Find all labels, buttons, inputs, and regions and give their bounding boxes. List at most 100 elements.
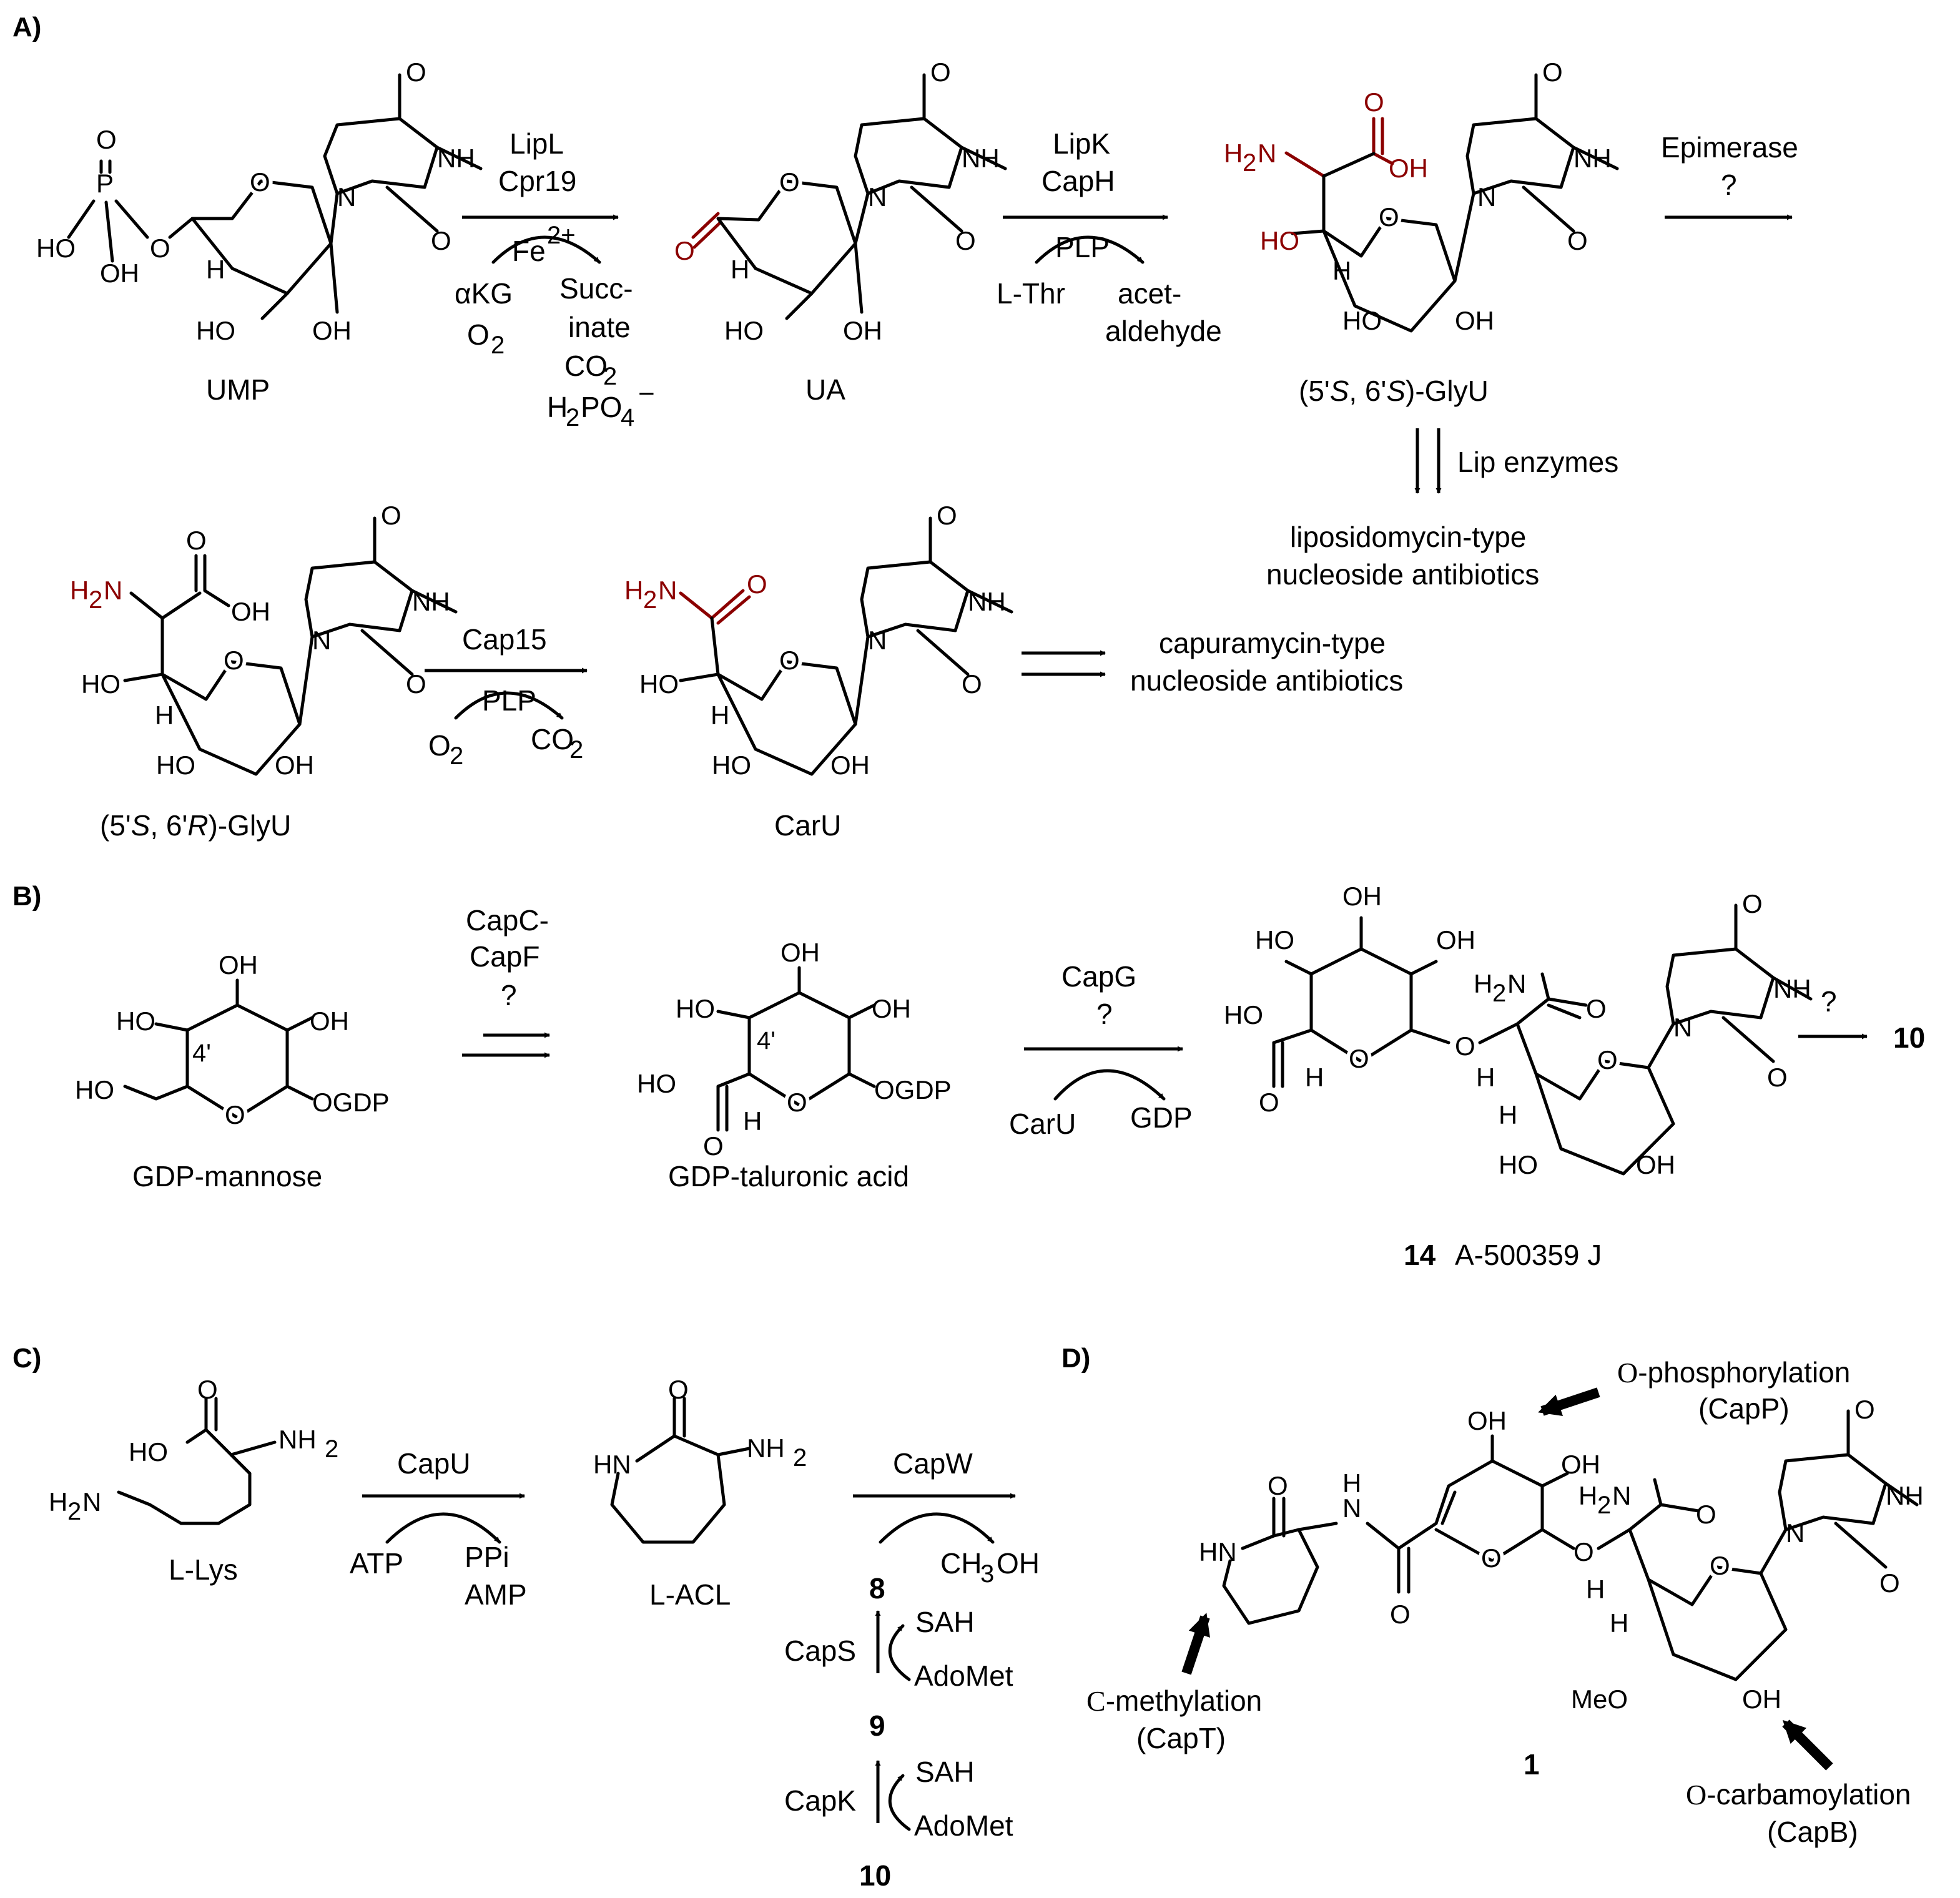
- svg-text:OH: OH: [1455, 306, 1494, 335]
- svg-text:NH: NH: [278, 1425, 317, 1454]
- svg-text:HO: HO: [75, 1075, 114, 1104]
- svg-text:O: O: [668, 1375, 689, 1404]
- svg-text:SAH: SAH: [915, 1606, 975, 1638]
- svg-text:10: 10: [859, 1859, 891, 1892]
- svg-text:CapW: CapW: [893, 1447, 973, 1480]
- svg-text:AMP: AMP: [465, 1578, 527, 1611]
- step-cap15: Cap15 PLP O 2 CO 2: [425, 623, 588, 770]
- svg-text:liposidomycin-type: liposidomycin-type: [1290, 521, 1526, 553]
- svg-text:HO: HO: [1224, 1000, 1263, 1030]
- ump-structure: P O HO OH O O H HO OH N NH O O UMP: [36, 57, 483, 406]
- svg-text:O: O: [250, 167, 270, 197]
- svg-text:2: 2: [566, 404, 579, 431]
- svg-text:SAH: SAH: [915, 1756, 975, 1788]
- compound-14-number: 14: [1404, 1239, 1436, 1271]
- svg-text:HO: HO: [1260, 226, 1299, 255]
- glyu-5s6s-label: (5'S, 6'S)-GlyU: [1299, 375, 1489, 407]
- step-lip-enzymes: Lip enzymes liposidomycin-type nucleosid…: [1266, 428, 1618, 591]
- svg-text:O: O: [1742, 889, 1763, 918]
- svg-text:O: O: [779, 167, 800, 197]
- svg-text:O: O: [1455, 1031, 1475, 1061]
- svg-text:N: N: [1612, 1481, 1631, 1510]
- l-lys-structure: H 2 N HO O NH 2 L-Lys: [49, 1375, 338, 1586]
- svg-text:NH: NH: [747, 1433, 785, 1463]
- step-to-capuramycin: capuramycin-type nucleoside antibiotics: [1022, 627, 1403, 697]
- svg-text:O: O: [1349, 1044, 1369, 1073]
- svg-text:inate: inate: [568, 311, 631, 343]
- svg-text:H: H: [731, 255, 749, 284]
- svg-text:OH: OH: [830, 750, 870, 780]
- svg-text:AdoMet: AdoMet: [914, 1660, 1013, 1692]
- svg-text:LipL: LipL: [510, 127, 564, 160]
- svg-text:HN: HN: [1199, 1537, 1237, 1566]
- glyu-5s6s-structure: H 2 N O OH HO O H HO OH N NH O O (5'S, 6…: [1224, 57, 1619, 407]
- svg-text:?: ?: [1721, 169, 1737, 201]
- svg-text:acet-: acet-: [1118, 277, 1181, 310]
- svg-text:H: H: [1610, 1608, 1628, 1638]
- svg-text:O: O: [1481, 1543, 1502, 1573]
- svg-text:NH: NH: [1573, 144, 1612, 173]
- svg-text:nucleoside antibiotics: nucleoside antibiotics: [1130, 664, 1403, 697]
- svg-text:O: O: [779, 646, 800, 675]
- svg-text:HO: HO: [676, 994, 715, 1023]
- step-capu: CapU ATP PPi AMP: [350, 1447, 527, 1611]
- svg-text:N: N: [1673, 1013, 1692, 1042]
- svg-text:O: O: [1696, 1500, 1716, 1529]
- svg-text:CapU: CapU: [397, 1447, 471, 1480]
- svg-text:capuramycin-type: capuramycin-type: [1159, 627, 1386, 659]
- svg-text:O: O: [225, 1100, 245, 1129]
- svg-text:N: N: [104, 576, 122, 605]
- svg-text:Succ-: Succ-: [559, 272, 633, 305]
- svg-text:?: ?: [1821, 985, 1837, 1018]
- svg-text:O: O: [150, 234, 170, 263]
- svg-text:10: 10: [1893, 1021, 1925, 1054]
- panel-a-label: A): [12, 12, 41, 42]
- svg-text:HO: HO: [639, 669, 679, 699]
- svg-text:NH: NH: [1773, 974, 1811, 1003]
- svg-text:H: H: [1474, 969, 1492, 998]
- svg-text:OH: OH: [275, 750, 314, 780]
- svg-text:O: O: [224, 646, 244, 675]
- svg-text:O: O: [930, 57, 951, 87]
- svg-text:O-phosphorylation: O-phosphorylation: [1617, 1356, 1850, 1389]
- svg-text:H: H: [1578, 1481, 1597, 1510]
- svg-text:O: O: [962, 669, 982, 699]
- svg-text:NH: NH: [1886, 1481, 1924, 1510]
- svg-text:OH: OH: [100, 258, 139, 288]
- svg-text:OH: OH: [1561, 1450, 1600, 1479]
- svg-text:HO: HO: [1499, 1150, 1538, 1179]
- svg-text:GDP: GDP: [1130, 1101, 1193, 1134]
- svg-text:N: N: [1258, 139, 1276, 168]
- svg-text:MeO: MeO: [1571, 1684, 1628, 1714]
- svg-text:H: H: [1476, 1063, 1495, 1092]
- svg-text:O: O: [1390, 1600, 1411, 1629]
- svg-text:H: H: [1332, 256, 1351, 285]
- svg-text:HO: HO: [196, 316, 235, 345]
- step-lipl-cpr19: LipL Cpr19 Fe 2+ αKG O 2 Succ- inate CO …: [455, 127, 655, 431]
- svg-text:2: 2: [643, 586, 657, 614]
- gdp-taluronic-structure: O OH OH HO HO O H OGDP 4' GDP-taluronic …: [637, 938, 952, 1192]
- l-lys-label: L-Lys: [169, 1553, 238, 1586]
- caru-label: CarU: [774, 809, 841, 842]
- svg-text:4': 4': [192, 1040, 211, 1067]
- svg-text:HO: HO: [81, 669, 121, 699]
- svg-text:O: O: [1586, 994, 1607, 1023]
- svg-text:PPi: PPi: [465, 1541, 510, 1573]
- svg-text:O: O: [1573, 1537, 1594, 1566]
- svg-text:NH: NH: [412, 587, 450, 616]
- svg-text:O: O: [186, 526, 207, 555]
- svg-text:PO: PO: [581, 391, 622, 423]
- step-capw: CapW CH 3 OH: [853, 1447, 1040, 1588]
- svg-text:2: 2: [1243, 149, 1256, 177]
- svg-text:NH: NH: [962, 144, 1000, 173]
- ump-label: UMP: [206, 373, 270, 406]
- svg-text:OH: OH: [1342, 882, 1382, 911]
- svg-text:H: H: [206, 255, 225, 284]
- svg-text:4': 4': [757, 1027, 776, 1055]
- gdp-mannose-label: GDP-mannose: [132, 1160, 322, 1192]
- svg-text:H: H: [624, 576, 643, 605]
- gdp-mannose-structure: O OH OH HO HO OGDP 4' GDP-mannose: [75, 950, 390, 1192]
- svg-text:9: 9: [869, 1709, 885, 1742]
- svg-text:O: O: [955, 226, 976, 255]
